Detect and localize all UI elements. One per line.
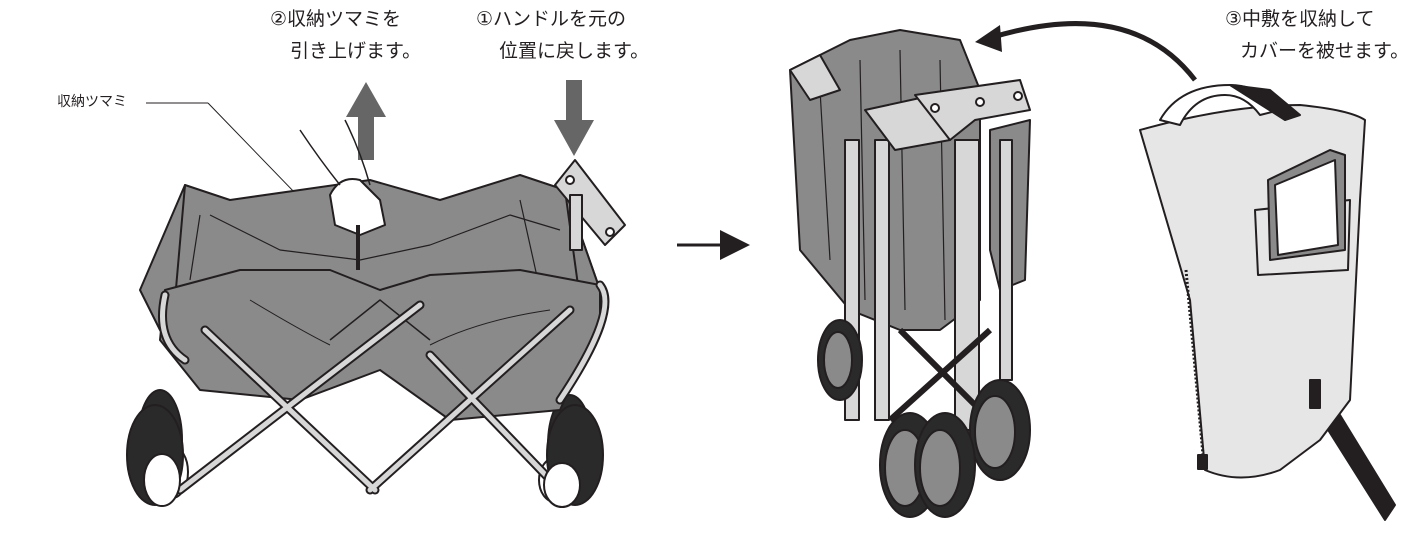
cover-side-tag xyxy=(1309,379,1321,409)
open-wagon-illustration xyxy=(126,119,626,508)
folded-wheel-1 xyxy=(817,319,863,401)
cover-zipper xyxy=(1184,269,1208,470)
wheel-front-left xyxy=(126,404,184,507)
up-arrow-icon xyxy=(346,82,386,160)
folded-wagon-illustration xyxy=(789,29,1031,518)
cover-strap-bottom xyxy=(1324,414,1396,521)
folded-wheel-2 xyxy=(969,379,1031,481)
down-arrow-icon xyxy=(554,80,594,156)
step3-line2: カバーを被せます。 xyxy=(1240,40,1410,62)
folded-wheel-4 xyxy=(914,412,976,518)
stored-mat xyxy=(1267,149,1346,261)
step2-line2: 引き上げます。 xyxy=(290,40,422,62)
step1-line2: 位置に戻します。 xyxy=(499,40,650,62)
curved-arrow-icon xyxy=(975,21,1197,82)
step3-line1: ③中敷を収納して xyxy=(1225,8,1375,30)
handle-plate xyxy=(554,159,626,251)
step2-line1: ②収納ツマミを xyxy=(270,8,402,30)
step1-line1: ①ハンドルを元の xyxy=(476,8,627,30)
storage-cover-illustration xyxy=(1139,84,1396,521)
hand-pulling-knob xyxy=(299,119,386,270)
wheel-front-right xyxy=(543,404,604,508)
callout-label: 収納ツマミ xyxy=(57,94,127,110)
folded-handle-top xyxy=(789,54,1031,151)
wagon-frame-inner xyxy=(160,282,608,493)
